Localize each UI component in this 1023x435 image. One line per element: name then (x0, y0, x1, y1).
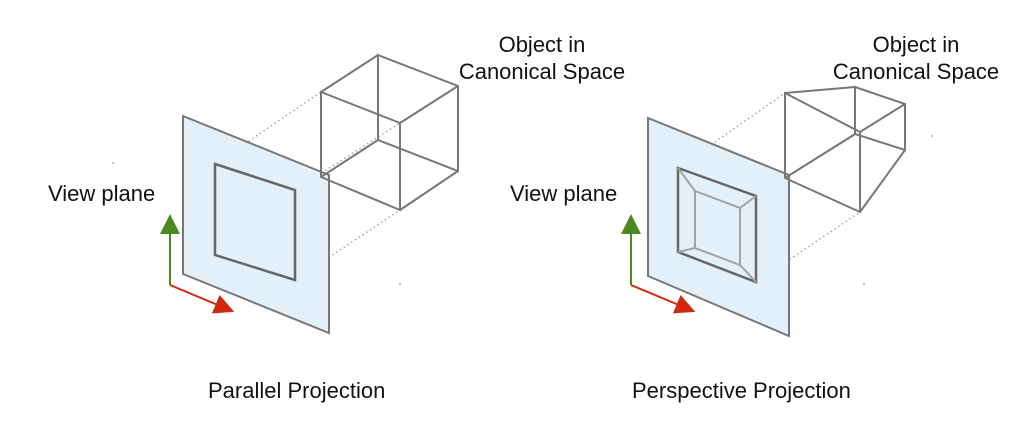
parallel-object-label: Object in Canonical Space (452, 31, 632, 85)
perspective-frustum (784, 85, 906, 214)
perspective-object-label-line2: Canonical Space (832, 59, 1000, 84)
parallel-cube (320, 53, 459, 212)
perspective-projection-panel (621, 85, 906, 338)
parallel-projected-square (213, 162, 297, 282)
perspective-object-label: Object in Canonical Space (826, 31, 1006, 85)
stray-dots (112, 135, 933, 285)
perspective-caption: Perspective Projection (632, 378, 851, 403)
perspective-view-plane (647, 116, 790, 338)
perspective-right-axis (630, 284, 696, 314)
parallel-projection-lines (214, 91, 401, 281)
parallel-right-axis (169, 284, 235, 314)
parallel-caption: Parallel Projection (208, 378, 386, 403)
perspective-view-plane-label: View plane (510, 181, 618, 206)
parallel-view-plane-label: View plane (48, 181, 156, 206)
parallel-object-label-line1: Object in (498, 32, 586, 57)
parallel-object-label-line2: Canonical Space (458, 59, 626, 84)
perspective-object-label-line1: Object in (872, 32, 960, 57)
parallel-projection-panel (160, 53, 459, 335)
perspective-projected-image (676, 166, 758, 284)
